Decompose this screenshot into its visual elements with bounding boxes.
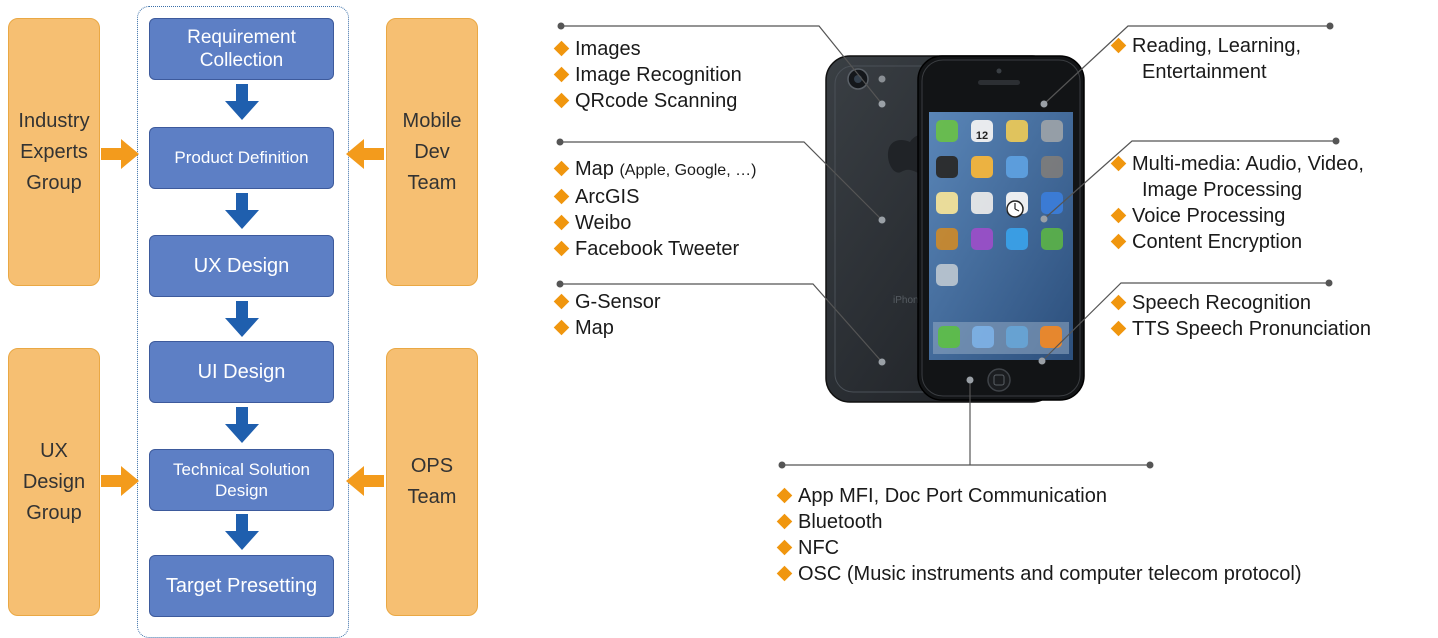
group-mobile-dev-team: Mobile Dev Team: [386, 18, 478, 286]
list-item: Map (Apple, Google, …): [553, 156, 756, 184]
diamond-bullet-icon: [553, 188, 570, 205]
arrow-left-icon: [346, 466, 384, 496]
arrow-right-icon: [101, 139, 139, 169]
group-ops-team-label: OPS Team: [407, 455, 457, 508]
callout-content: Reading, Learning, Entertainment: [1110, 33, 1301, 85]
step-technical-solution-design: Technical Solution Design: [149, 449, 334, 511]
diamond-bullet-icon: [1110, 155, 1127, 172]
callout-camera: Images Image Recognition QRcode Scanning: [553, 36, 742, 114]
step-product-definition: Product Definition: [149, 127, 334, 189]
list-item: Facebook Tweeter: [553, 236, 756, 262]
group-mobile-dev-team-label: Mobile Dev Team: [402, 109, 462, 194]
arrow-left-icon: [346, 139, 384, 169]
diamond-bullet-icon: [1110, 320, 1127, 337]
list-item: Weibo: [553, 210, 756, 236]
diamond-bullet-icon: [553, 214, 570, 231]
step-requirement-collection-label: Requirement Collection: [187, 27, 296, 71]
list-item: Map: [553, 315, 661, 341]
diamond-bullet-icon: [553, 40, 570, 57]
list-item: Multi-media: Audio, Video,: [1110, 151, 1364, 177]
group-industry-experts: Industry Experts Group: [8, 18, 100, 286]
diamond-bullet-icon: [553, 240, 570, 257]
callout-lines: [560, 25, 1336, 466]
diamond-bullet-icon: [776, 487, 793, 504]
step-target-presetting: Target Presetting: [149, 555, 334, 617]
group-ux-design: UX Design Group: [8, 348, 100, 616]
diamond-bullet-icon: [776, 513, 793, 530]
step-ui-design: UI Design: [149, 341, 334, 403]
list-item: Images: [553, 36, 742, 62]
callout-sensors: G-Sensor Map: [553, 289, 661, 341]
diamond-bullet-icon: [553, 319, 570, 336]
list-item: G-Sensor: [553, 289, 661, 315]
list-item: ArcGIS: [553, 184, 756, 210]
list-item: Reading, Learning,: [1110, 33, 1301, 59]
diamond-bullet-icon: [553, 293, 570, 310]
diamond-bullet-icon: [553, 66, 570, 83]
callout-location: Map (Apple, Google, …) ArcGIS Weibo Face…: [553, 156, 756, 262]
flow-arrow-down-icon: [225, 193, 259, 229]
list-item-continued: Image Processing: [1142, 179, 1303, 201]
flow-arrow-down-icon: [225, 84, 259, 120]
callout-connectivity: App MFI, Doc Port Communication Bluetoot…: [776, 483, 1302, 587]
diamond-bullet-icon: [776, 539, 793, 556]
step-product-definition-label: Product Definition: [174, 148, 309, 167]
list-item: Voice Processing: [1110, 203, 1364, 229]
step-requirement-collection: Requirement Collection: [149, 18, 334, 80]
diamond-bullet-icon: [553, 160, 570, 177]
flow-arrow-down-icon: [225, 407, 259, 443]
phone-front: [917, 55, 1085, 401]
list-item: QRcode Scanning: [553, 88, 742, 114]
list-item: Speech Recognition: [1110, 290, 1371, 316]
diamond-bullet-icon: [1110, 233, 1127, 250]
callout-speech: Speech Recognition TTS Speech Pronunciat…: [1110, 290, 1371, 342]
callout-anchor-dots: [878, 100, 1048, 384]
phone-illustration: iPhone: [556, 22, 1340, 469]
list-item-continued: Entertainment: [1142, 61, 1267, 83]
list-item: OSC (Music instruments and computer tele…: [776, 561, 1302, 587]
list-item: NFC: [776, 535, 1302, 561]
diamond-bullet-icon: [553, 92, 570, 109]
step-ux-design: UX Design: [149, 235, 334, 297]
phone-back-brand: iPhone: [893, 295, 925, 306]
list-item: Content Encryption: [1110, 229, 1364, 255]
calendar-day: 12: [976, 130, 988, 142]
diamond-bullet-icon: [776, 565, 793, 582]
diamond-bullet-icon: [1110, 294, 1127, 311]
step-target-presetting-label: Target Presetting: [165, 574, 318, 597]
flow-arrow-down-icon: [225, 514, 259, 550]
list-item: Bluetooth: [776, 509, 1302, 535]
step-technical-solution-design-label: Technical Solution Design: [172, 460, 311, 500]
group-ux-design-label: UX Design Group: [22, 439, 86, 524]
diamond-bullet-icon: [1110, 207, 1127, 224]
callout-media: Multi-media: Audio, Video, Image Process…: [1110, 151, 1364, 255]
list-item: App MFI, Doc Port Communication: [776, 483, 1302, 509]
diamond-bullet-icon: [1110, 37, 1127, 54]
step-ux-design-label: UX Design: [193, 254, 290, 277]
step-ui-design-label: UI Design: [197, 360, 286, 383]
group-ops-team: OPS Team: [386, 348, 478, 616]
list-item: Image Recognition: [553, 62, 742, 88]
group-industry-experts-label: Industry Experts Group: [18, 109, 90, 194]
arrow-right-icon: [101, 466, 139, 496]
flow-arrow-down-icon: [225, 301, 259, 337]
list-item: TTS Speech Pronunciation: [1110, 316, 1371, 342]
callout-dots: [556, 22, 1340, 469]
